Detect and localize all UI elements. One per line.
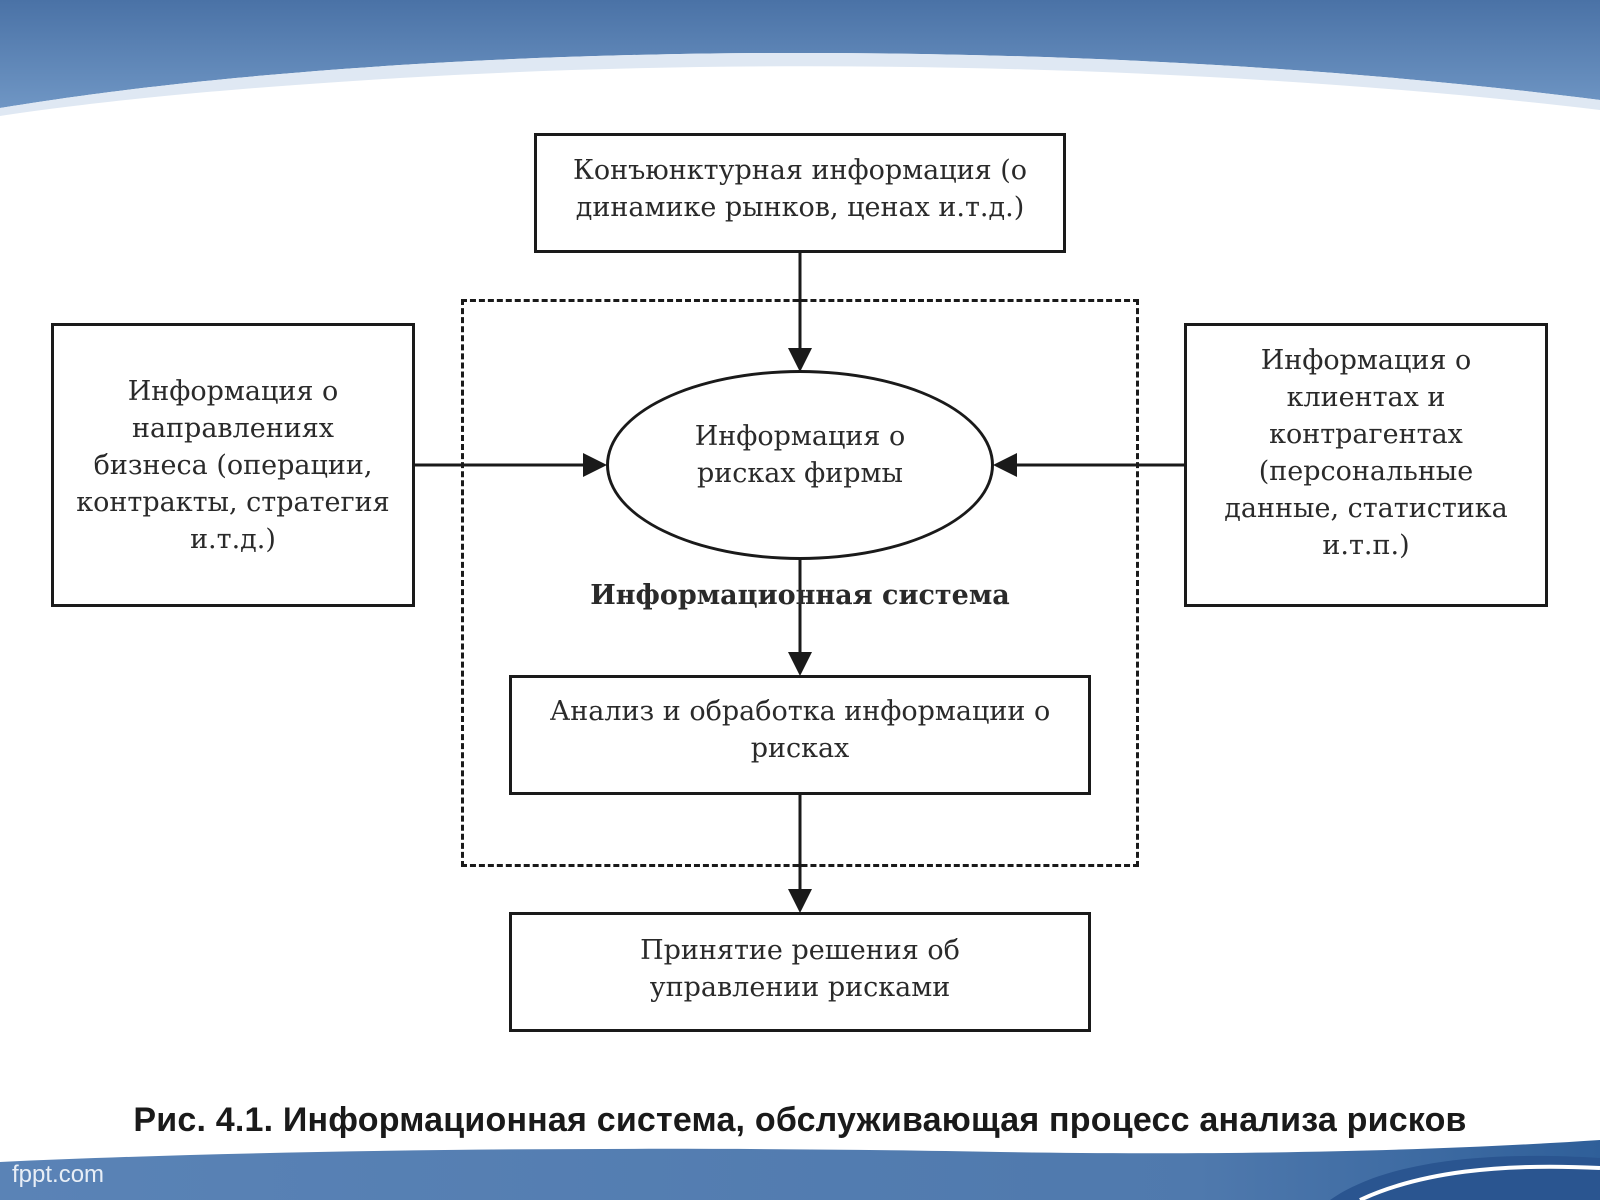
risk-info-oval: Информация о рисках фирмы — [606, 370, 994, 560]
bottom-banner-shape — [0, 1140, 1600, 1200]
analysis-box: Анализ и обработка информации о рисках — [509, 675, 1091, 795]
watermark: fppt.com — [12, 1161, 105, 1188]
top-banner-highlight — [0, 52, 1600, 116]
clients-info-box: Информация о клиентах и контрагентах (пе… — [1184, 323, 1548, 607]
bottom-banner-swoosh-line — [1359, 1164, 1600, 1200]
information-system-label: Информационная система — [590, 580, 1010, 611]
figure-caption: Рис. 4.1. Информационная система, обслуж… — [133, 1101, 1467, 1139]
top-banner-shape — [0, 0, 1600, 108]
market-info-box: Конъюнктурная информация (о динамике рын… — [534, 133, 1066, 253]
decision-box: Принятие решения об управлении рисками — [509, 912, 1091, 1032]
business-info-box: Информация о направлениях бизнеса (опера… — [51, 323, 415, 607]
